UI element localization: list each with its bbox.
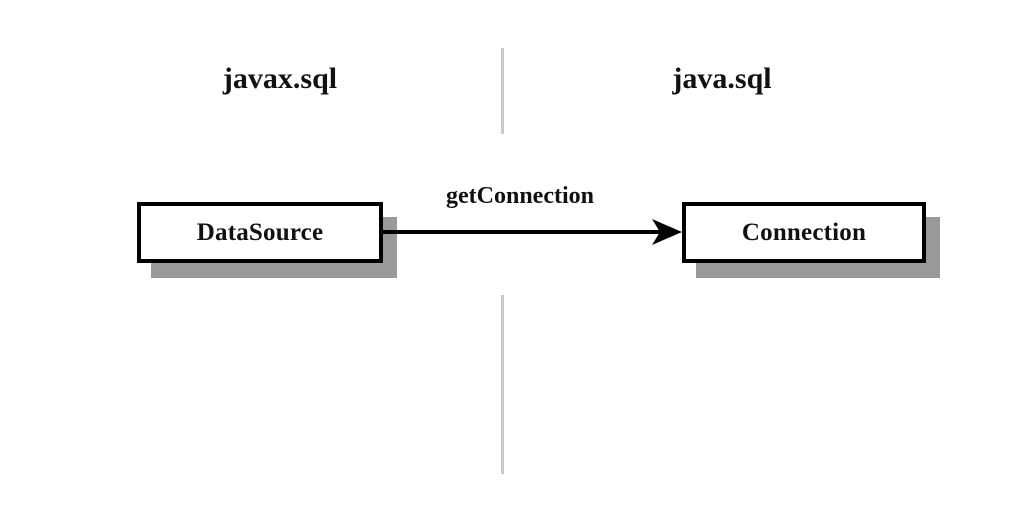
package-label-java-sql: java.sql <box>672 62 772 95</box>
association-arrowhead-icon <box>652 219 682 245</box>
association-label-getconnection: getConnection <box>446 183 594 209</box>
association-arrow-getconnection <box>380 219 682 245</box>
class-node-datasource[interactable]: DataSource <box>137 202 397 278</box>
package-divider-bottom <box>501 295 504 474</box>
class-node-datasource-label: DataSource <box>196 218 324 246</box>
class-node-connection[interactable]: Connection <box>682 202 940 278</box>
class-node-connection-body: Connection <box>682 202 926 263</box>
class-node-connection-label: Connection <box>741 218 867 246</box>
package-label-javax-sql: javax.sql <box>222 62 338 95</box>
package-divider-top <box>501 48 504 134</box>
class-node-datasource-body: DataSource <box>137 202 383 263</box>
